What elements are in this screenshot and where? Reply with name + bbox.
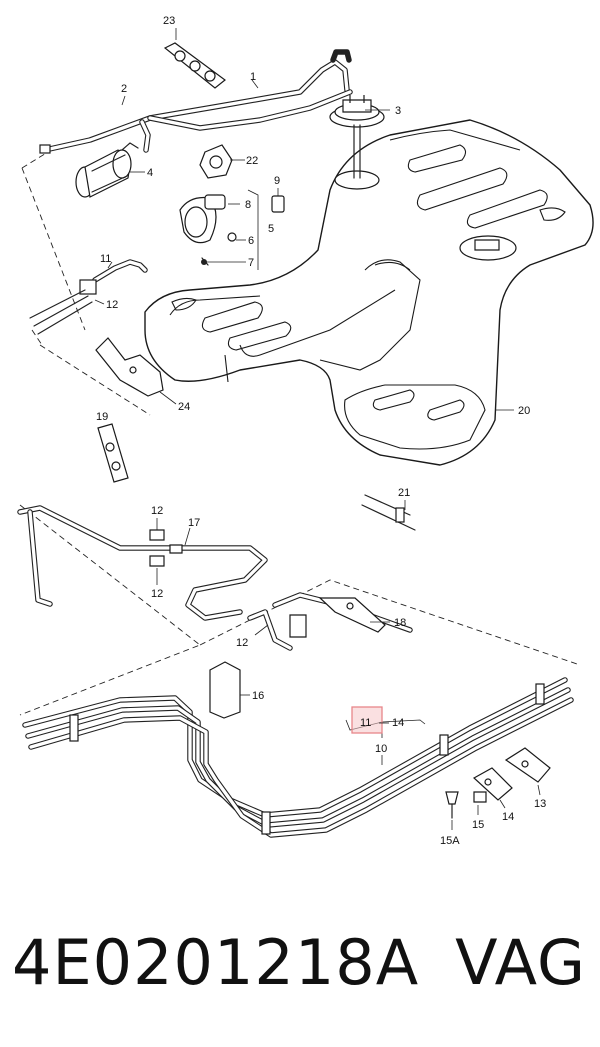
callout-3: 3	[395, 105, 401, 117]
bracket-24	[95, 337, 164, 397]
valve-assembly	[179, 144, 285, 266]
callout-2: 2	[121, 83, 127, 95]
fuel-lines-middle	[17, 505, 413, 651]
callout-12-mid-top: 12	[151, 505, 163, 517]
callout-14: 14	[502, 811, 514, 823]
callout-12-upper: 12	[106, 299, 118, 311]
callout-17: 17	[188, 517, 200, 529]
callout-8: 8	[245, 199, 251, 211]
callout-9: 9	[274, 175, 280, 187]
callout-12-mid-bottom: 12	[151, 588, 163, 600]
callout-21: 21	[398, 487, 410, 499]
part-number: 4E0201218A	[12, 926, 420, 999]
callout-highlight	[351, 706, 383, 734]
brand-label: VAG	[455, 926, 586, 999]
callout-14-range: 14	[392, 717, 404, 729]
clip-bracket-23	[163, 42, 226, 89]
callout-13: 13	[534, 798, 546, 810]
callout-11-lower: 11	[360, 717, 371, 729]
fuel-lines-upper	[39, 49, 353, 154]
fuel-lines-bundle	[22, 677, 574, 838]
footer-caption: 4E0201218A VAG	[0, 918, 600, 1018]
callout-labels: 23 1 2 3 22 4 9 8 5 6 7 11 12 24 20 19 2…	[96, 15, 546, 847]
callout-5: 5	[268, 223, 274, 235]
callout-10: 10	[375, 743, 387, 755]
callout-11-upper: 11	[100, 253, 111, 265]
callout-4: 4	[147, 167, 153, 179]
fuel-system-exploded-diagram: 23 1 2 3 22 4 9 8 5 6 7 11 12 24 20 19 2…	[17, 15, 594, 847]
callout-12-lower: 12	[236, 637, 248, 649]
callout-22: 22	[246, 155, 258, 167]
fuel-tank	[144, 119, 594, 466]
callout-6: 6	[248, 235, 254, 247]
hose-connector-left	[29, 259, 148, 335]
clip-hardware	[445, 747, 551, 819]
callout-23: 23	[163, 15, 175, 27]
callout-7: 7	[248, 257, 254, 269]
clip-21	[361, 494, 416, 531]
callout-15: 15	[472, 819, 484, 831]
clip-19	[97, 423, 129, 483]
fuel-sender-unit	[329, 95, 385, 179]
callout-24: 24	[178, 401, 190, 413]
callout-18: 18	[394, 617, 406, 629]
callout-15a: 15A	[440, 835, 460, 847]
callout-16: 16	[252, 690, 264, 702]
carbon-canister	[75, 142, 139, 198]
callout-19: 19	[96, 411, 108, 423]
callout-20: 20	[518, 405, 530, 417]
callout-1: 1	[250, 71, 256, 83]
guard-16	[209, 661, 241, 719]
